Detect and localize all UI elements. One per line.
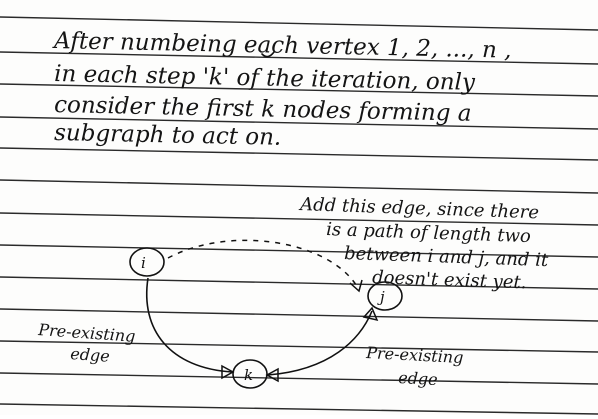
annotation-line-4: doesn't exist yet.	[372, 267, 527, 293]
ruled-lines	[0, 16, 598, 415]
node-j: j	[367, 281, 403, 311]
notes-line-4: subgraph to act on.	[54, 120, 282, 151]
node-j-circle	[367, 281, 403, 311]
node-k-circle	[232, 359, 268, 389]
edge-i-k-arrowhead	[221, 364, 235, 380]
edge-k-to-j	[267, 310, 373, 376]
add-edge-annotation: Add this edge, since there is a path of …	[298, 194, 549, 293]
node-i-circle	[129, 247, 165, 277]
notes-line-2: in each step 'k' of the iteration, only	[54, 61, 476, 96]
added-edge-i-to-j	[167, 239, 359, 289]
right-edge-label-line-2: edge	[398, 368, 438, 389]
left-edge-label-line-2: edge	[70, 344, 111, 366]
edge-k-j-tail-arrowhead	[265, 367, 279, 383]
node-k-label: k	[244, 366, 253, 384]
added-edge-arrowhead	[349, 279, 363, 293]
notes-paragraph: After numbeing each vertex 1, 2, ..., n …	[52, 28, 512, 151]
underline-squiggle	[261, 51, 275, 58]
edge-i-to-k	[146, 277, 233, 373]
node-j-label: j	[377, 288, 385, 306]
node-k: k	[232, 359, 268, 389]
right-edge-label: Pre-existing edge	[365, 343, 464, 389]
node-i-label: i	[141, 254, 146, 272]
right-edge-label-line-1: Pre-existing	[365, 343, 464, 367]
edge-k-j-arrowhead	[362, 306, 379, 322]
notes-line-1: After numbeing each vertex 1, 2, ..., n …	[52, 28, 512, 64]
node-i: i	[129, 247, 165, 277]
